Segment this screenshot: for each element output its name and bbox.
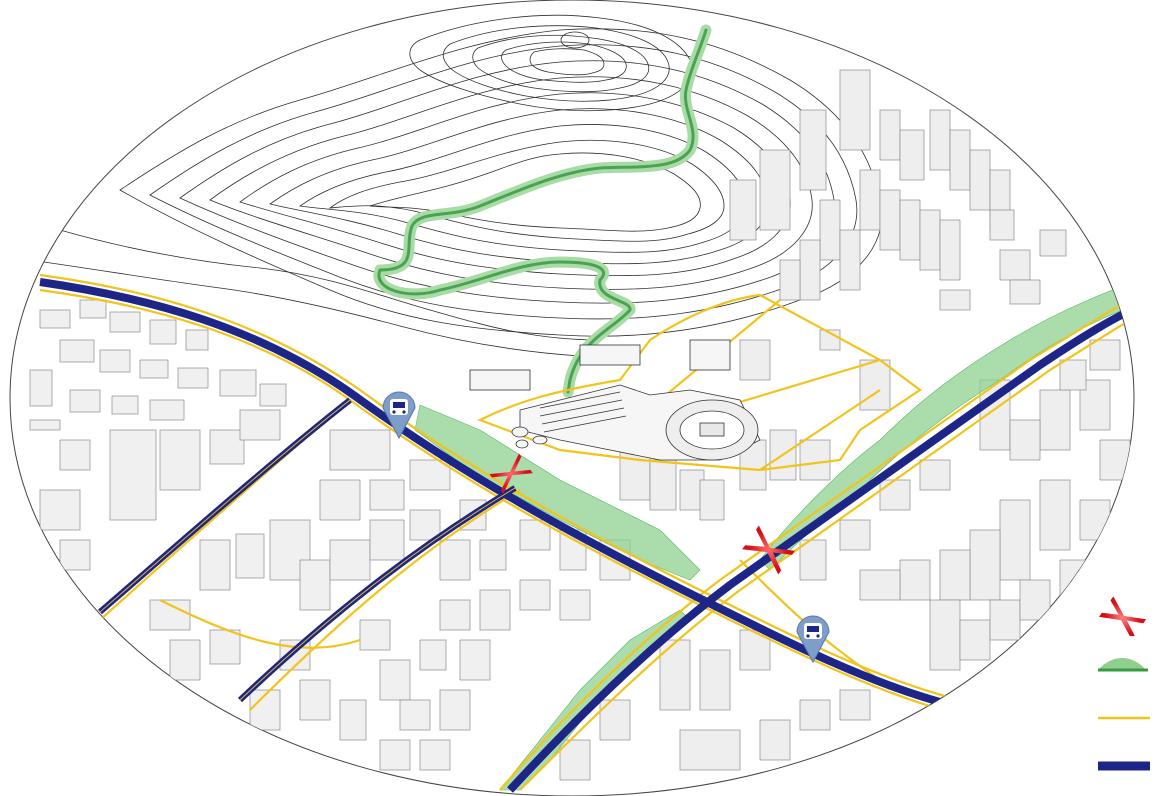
legend-item-main-road bbox=[1092, 756, 1156, 796]
green-corridor-icon bbox=[1098, 658, 1148, 672]
legend-item-local-road bbox=[1092, 708, 1156, 748]
bus-stop-east bbox=[796, 615, 830, 664]
local-road-line-icon bbox=[1098, 716, 1150, 720]
bus-icon bbox=[804, 623, 822, 639]
main-road-line-icon bbox=[1098, 761, 1150, 771]
pedestrian-crossing-north bbox=[489, 453, 533, 494]
legend-item-crossing bbox=[1092, 596, 1156, 640]
bus-stop-north bbox=[382, 391, 416, 440]
building-blocks bbox=[29, 299, 631, 771]
bus-icon bbox=[390, 399, 408, 415]
pedestrian-crossing-east bbox=[742, 525, 795, 575]
legend bbox=[1092, 596, 1156, 786]
mountain-contours bbox=[29, 14, 883, 357]
stadium-complex bbox=[469, 339, 761, 461]
main-road-centerlines bbox=[99, 399, 516, 701]
legend-item-green bbox=[1092, 648, 1156, 688]
mountain-green-trail bbox=[373, 24, 712, 398]
pedestrian-crossing-icon bbox=[1099, 596, 1147, 640]
